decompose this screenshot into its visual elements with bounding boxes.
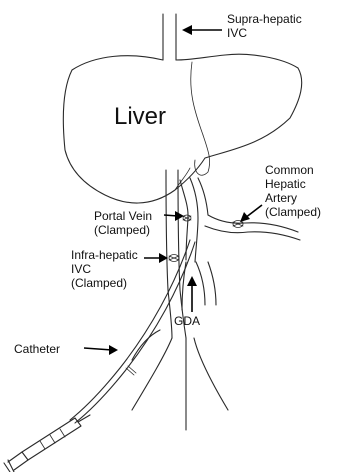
label-portal-vein: Portal Vein (Clamped) [94,209,152,237]
label-gda: GDA [174,314,200,328]
label-infra-hepatic-ivc: Infra-hepatic IVC (Clamped) [71,248,138,290]
arrow-infra-ivc [144,253,168,263]
supra-hepatic-ivc [163,14,176,60]
infra-hepatic-ivc [166,170,186,338]
label-common-hepatic-artery: Common Hepatic Artery (Clamped) [265,163,321,219]
label-liver: Liver [114,103,166,131]
clamp-markers [169,215,243,262]
arrow-hepatic-artery [240,205,262,222]
lower-vessels [132,330,228,430]
arrow-supra-ivc [182,25,222,35]
arrow-gda [187,276,197,312]
liver-fissure [191,62,203,135]
label-catheter: Catheter [14,342,60,356]
arrow-catheter [84,345,118,355]
label-supra-hepatic-ivc: Supra-hepatic IVC [227,12,302,40]
syringe [4,415,90,472]
arrow-portal-vein [164,211,184,221]
